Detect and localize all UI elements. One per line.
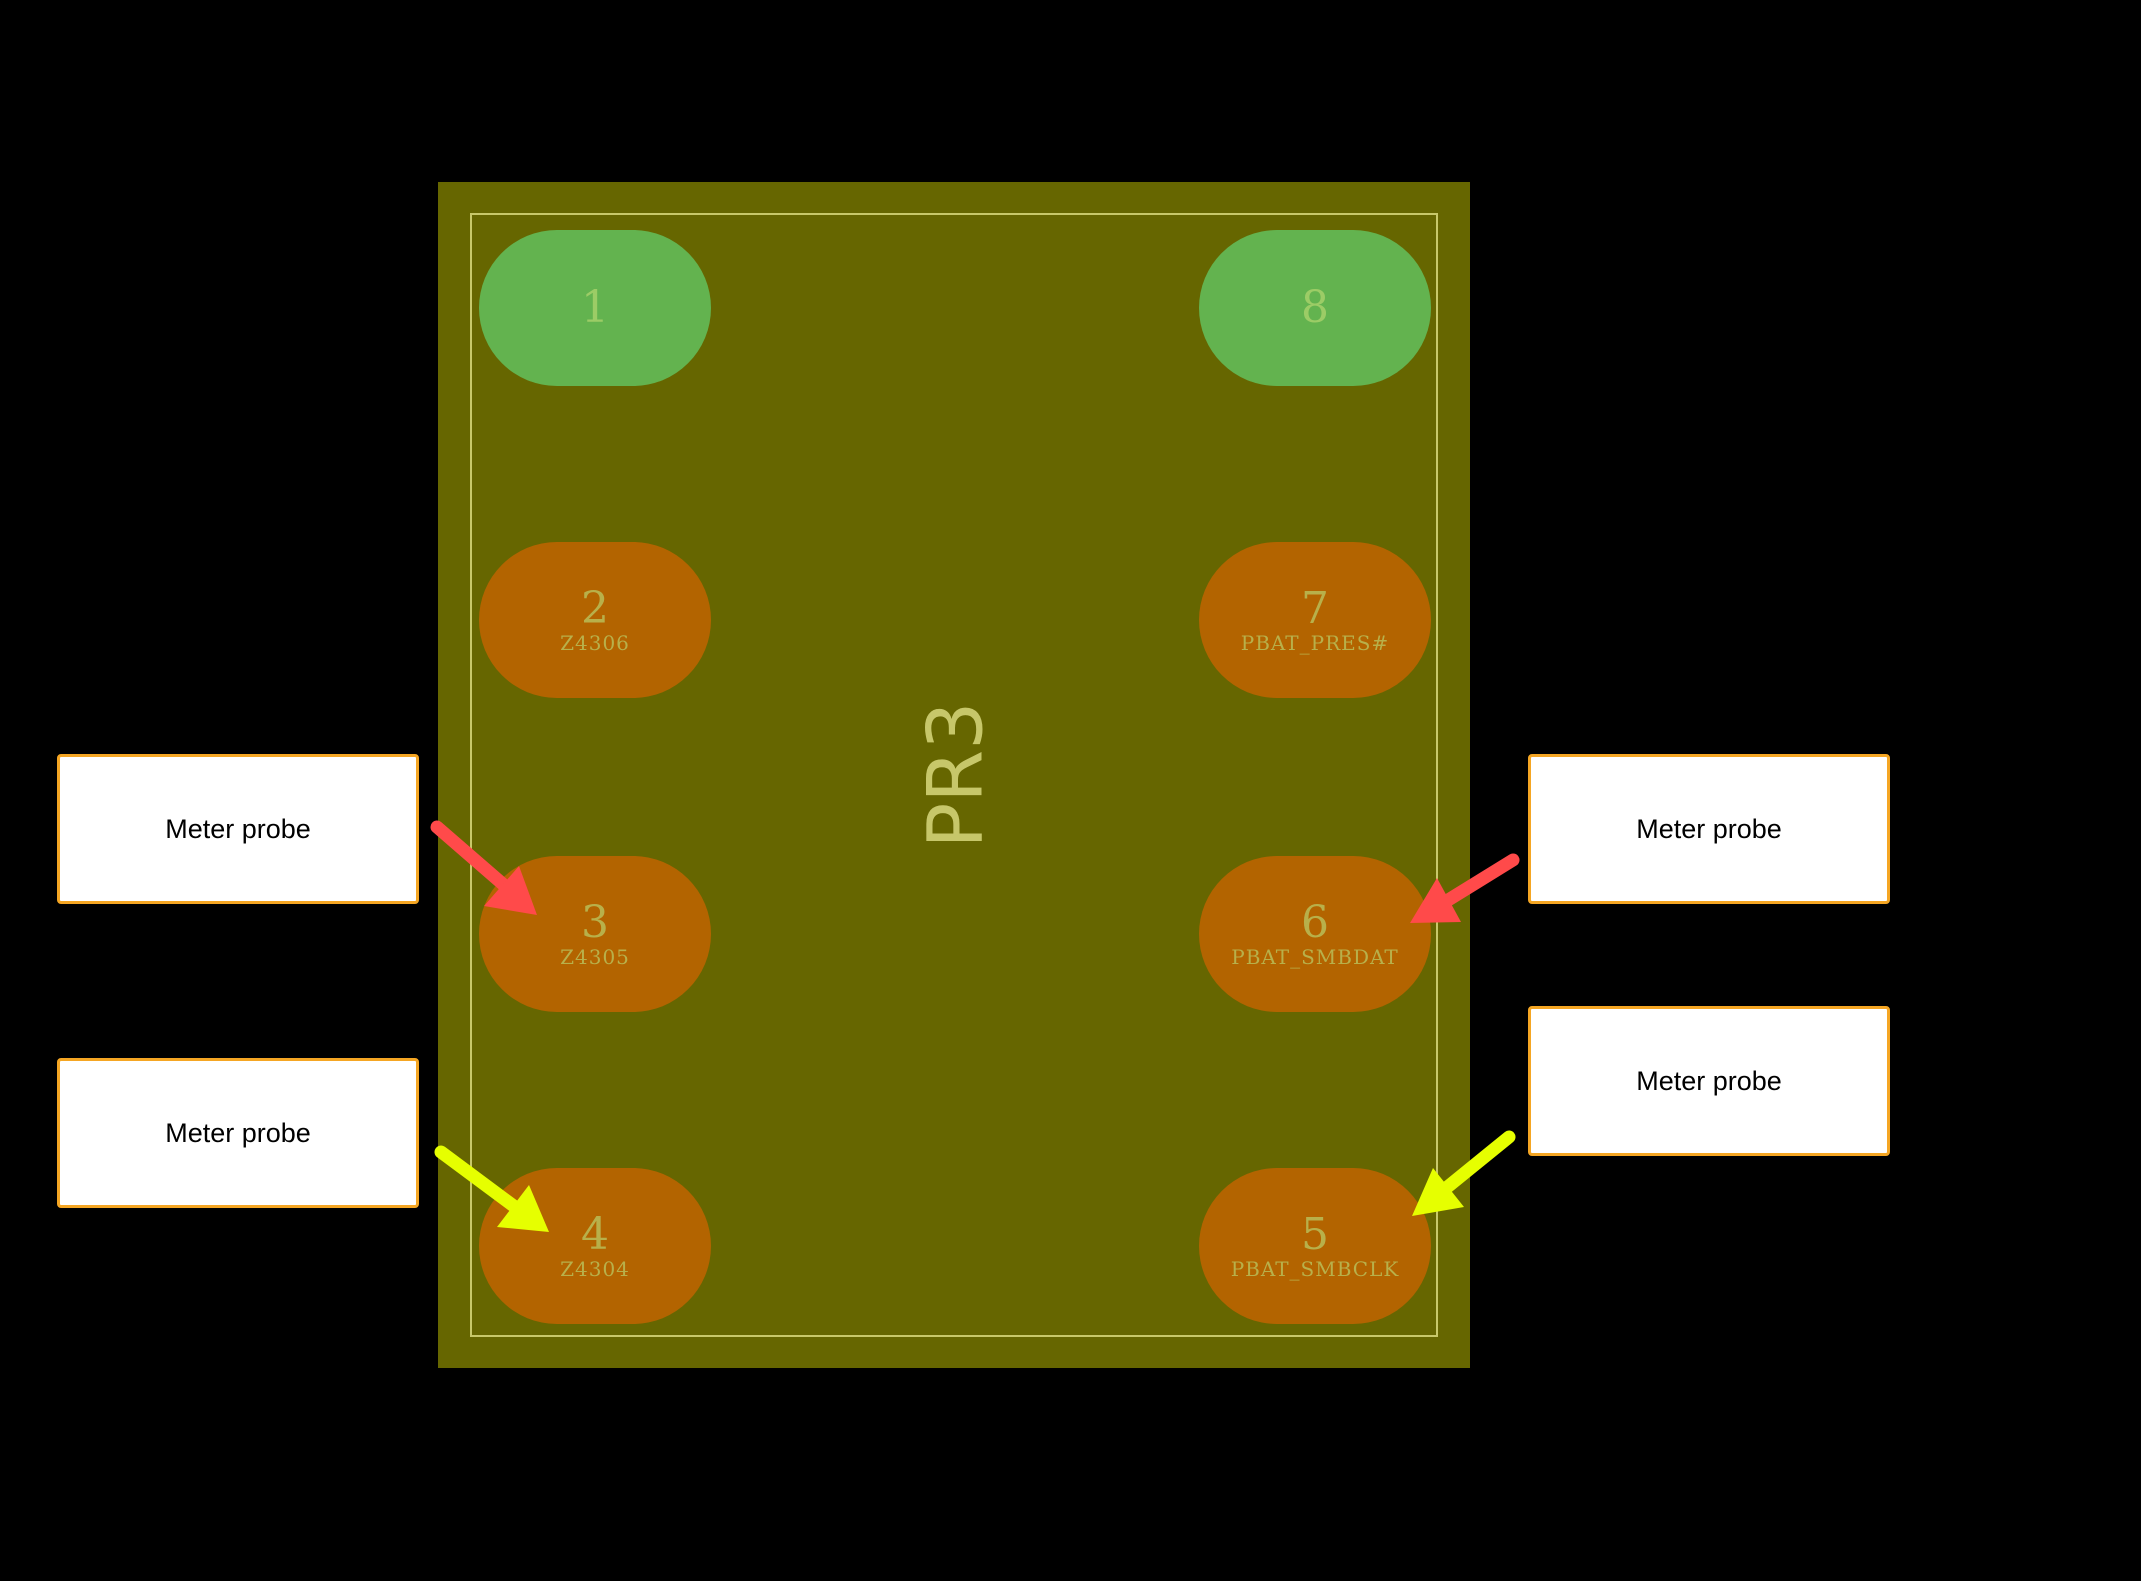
pad-number: 1 — [581, 282, 609, 333]
pad-number: 7 — [1301, 583, 1329, 634]
arrow-to-pin3 — [430, 820, 537, 915]
pad-net-label: PBAT_SMBCLK — [1230, 1257, 1400, 1281]
pad-net-label: Z4304 — [560, 1257, 630, 1281]
pad-number: 3 — [581, 897, 609, 948]
meter-probe-callout-pin6: Meter probe — [1528, 754, 1890, 904]
pad-number: 4 — [581, 1209, 609, 1260]
pad-net-label: Z4306 — [560, 631, 630, 655]
callout-label: Meter probe — [1636, 1065, 1782, 1096]
arrow-to-pin4 — [434, 1145, 549, 1232]
pad-4[interactable]: 4 Z4304 — [479, 1168, 711, 1324]
arrow-to-pin6 — [1410, 853, 1520, 923]
arrow-to-pin5 — [1412, 1130, 1516, 1216]
silkscreen-outline — [470, 213, 1438, 1337]
callout-label: Meter probe — [165, 1117, 311, 1148]
meter-probe-callout-pin5: Meter probe — [1528, 1006, 1890, 1156]
pad-net-label: PBAT_SMBDAT — [1231, 945, 1399, 969]
pad-1[interactable]: 1 — [479, 230, 711, 386]
pad-2[interactable]: 2 Z4306 — [479, 542, 711, 698]
pad-number: 6 — [1301, 897, 1329, 948]
pad-7[interactable]: 7 PBAT_PRES# — [1199, 542, 1431, 698]
pad-8[interactable]: 8 — [1199, 230, 1431, 386]
pad-net-label: PBAT_PRES# — [1240, 631, 1390, 655]
meter-probe-callout-pin4: Meter probe — [57, 1058, 419, 1208]
pad-net-label: Z4305 — [560, 945, 630, 969]
pad-number: 5 — [1301, 1209, 1329, 1260]
callout-label: Meter probe — [1636, 813, 1782, 844]
pad-6[interactable]: 6 PBAT_SMBDAT — [1199, 856, 1431, 1012]
pad-number: 8 — [1301, 282, 1329, 333]
pad-number: 2 — [581, 583, 609, 634]
pad-5[interactable]: 5 PBAT_SMBCLK — [1199, 1168, 1431, 1324]
callout-label: Meter probe — [165, 813, 311, 844]
meter-probe-callout-pin3: Meter probe — [57, 754, 419, 904]
